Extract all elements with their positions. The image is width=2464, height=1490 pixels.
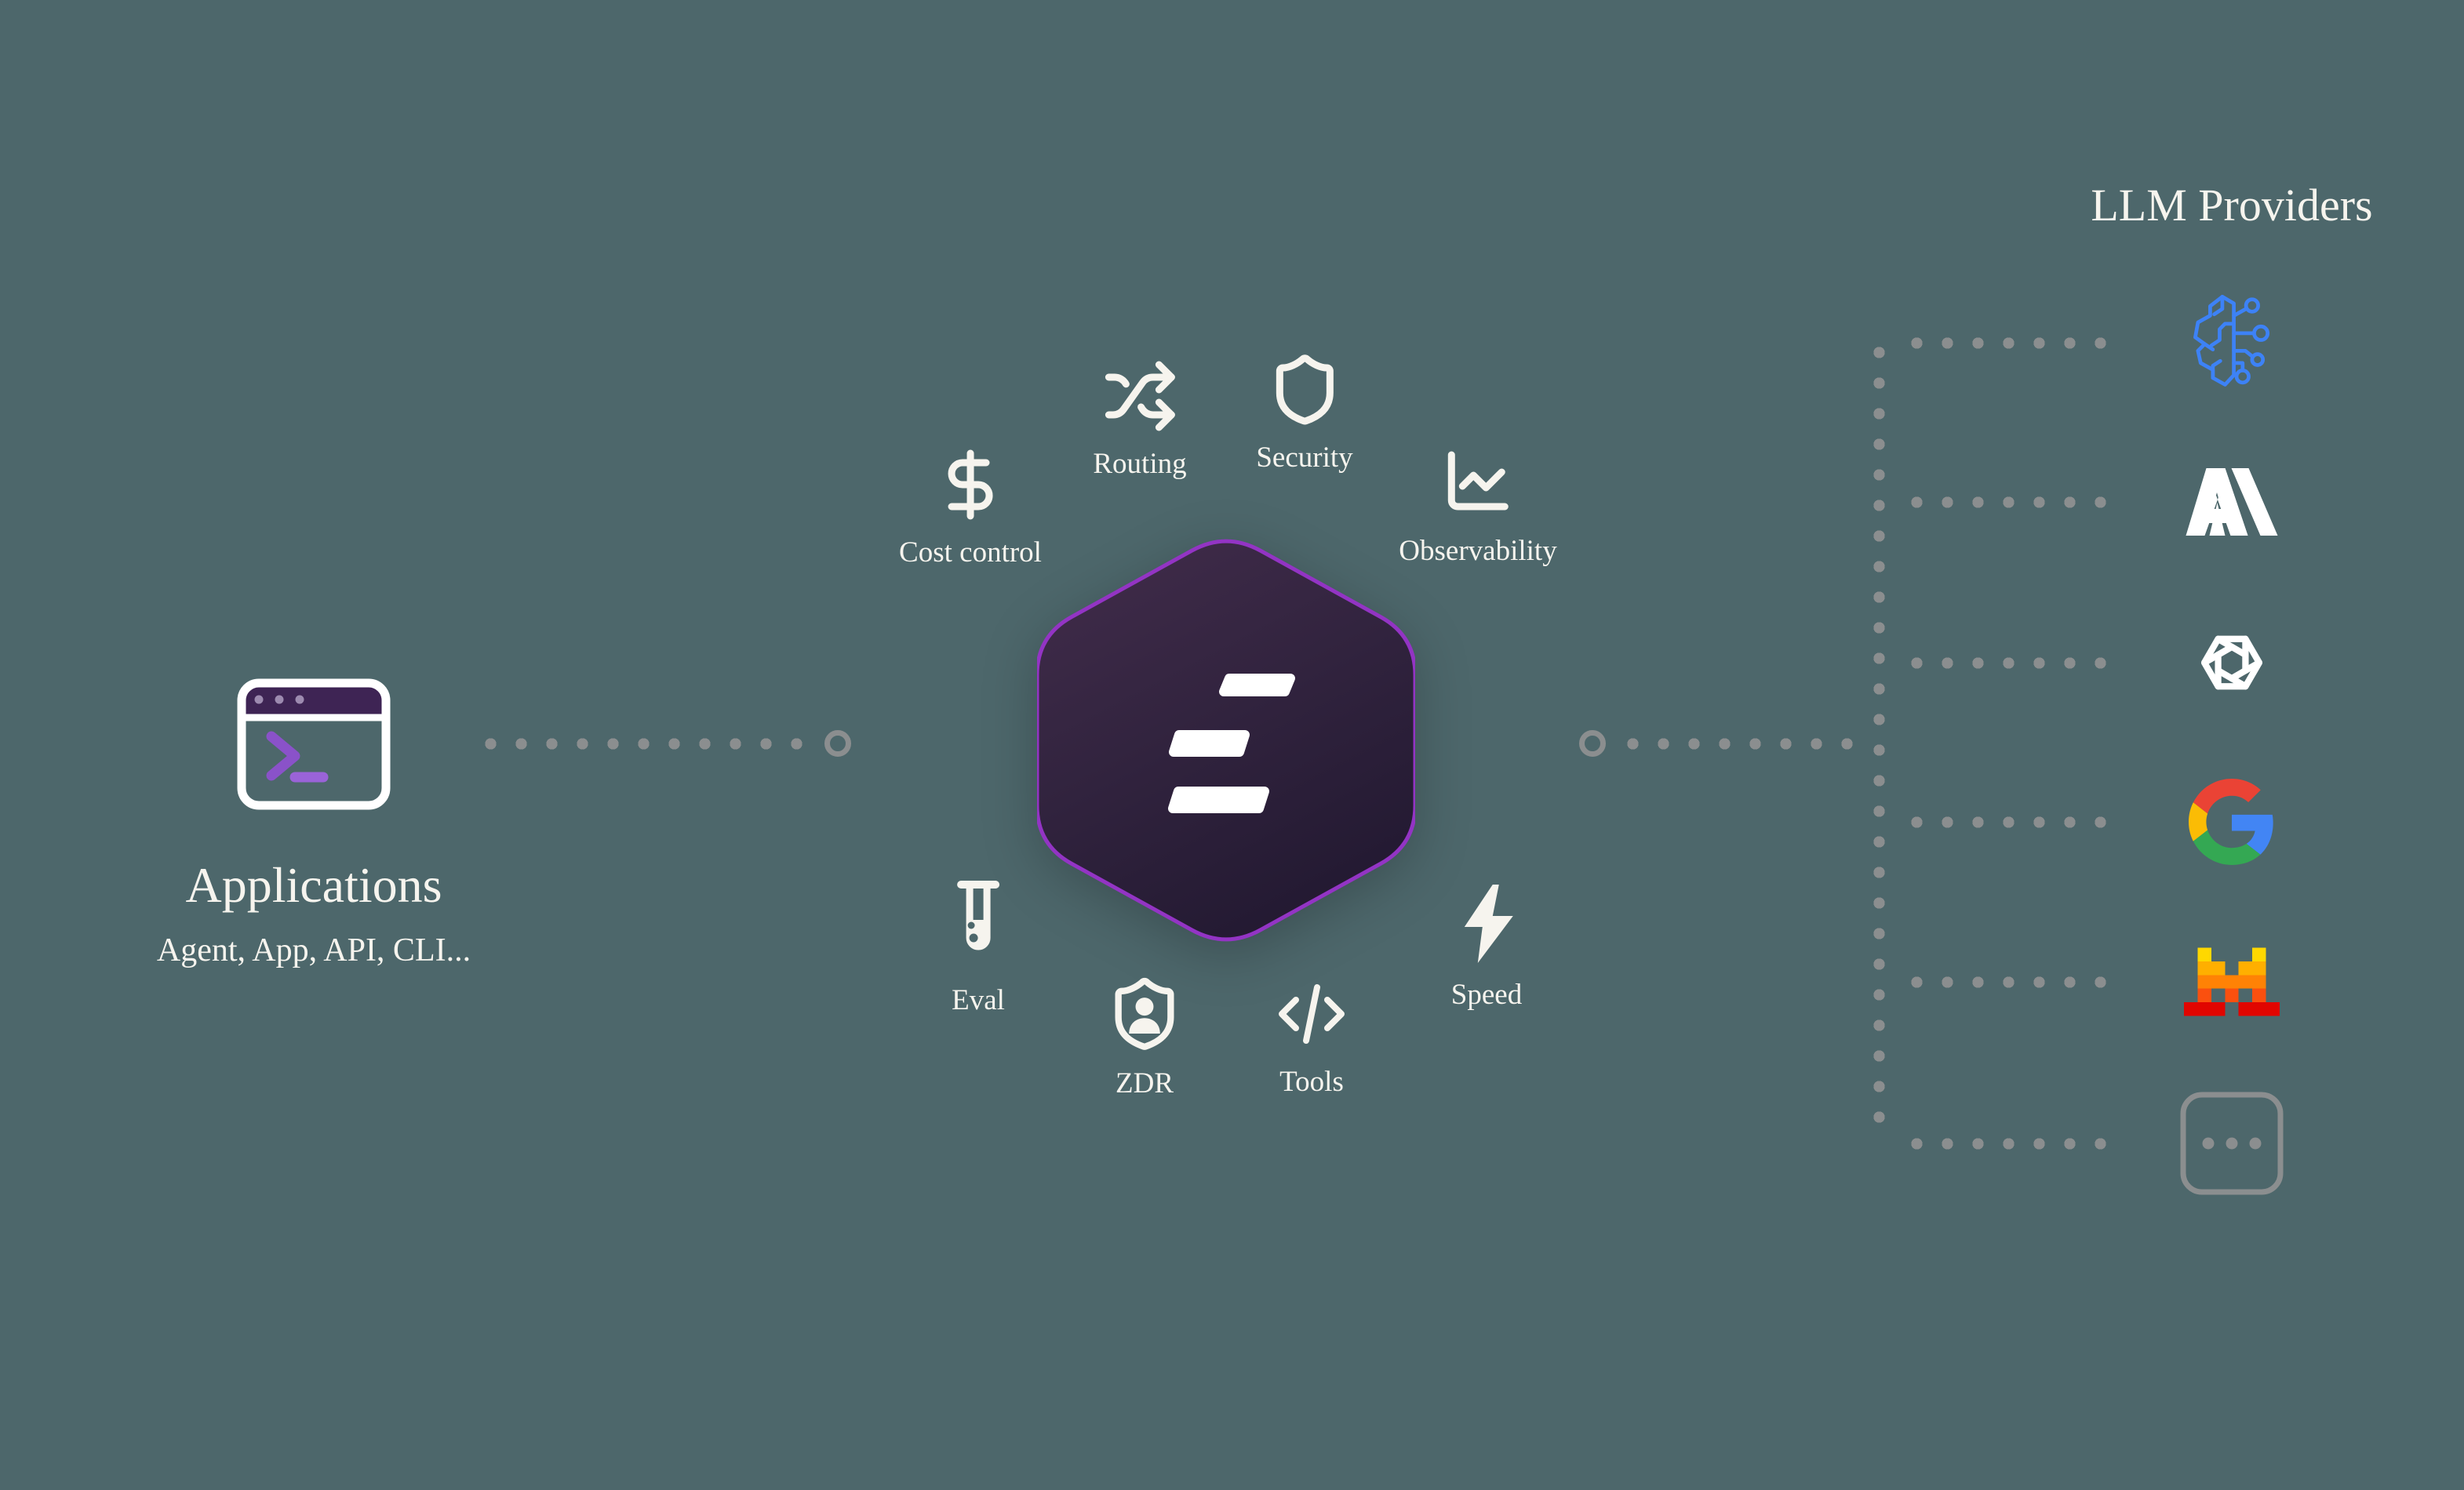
ellipsis-box-icon <box>2180 1092 2284 1195</box>
provider-row <box>2178 289 2286 397</box>
provider-row <box>2189 779 2275 865</box>
connector-endpoint-ring-right <box>1579 730 1606 757</box>
connector-providers-trunk <box>1873 337 1885 1131</box>
feature-label: Observability <box>1399 535 1557 567</box>
connector-endpoint-ring-left <box>824 730 851 757</box>
applications-subtitle: Agent, App, API, CLI... <box>156 932 471 968</box>
providers-title: LLM Providers <box>2091 180 2373 231</box>
test-tube-icon <box>957 881 999 950</box>
feature-label: Cost control <box>899 536 1042 569</box>
shield-user-icon <box>1115 977 1174 1050</box>
feature-label: Tools <box>1279 1066 1344 1098</box>
connector-apps-to-gateway <box>475 738 819 750</box>
terminal-window-icon <box>237 678 391 810</box>
feature-label: ZDR <box>1116 1067 1174 1099</box>
shield-icon <box>1276 354 1334 425</box>
connector-branch-1 <box>1902 337 2110 349</box>
code-icon <box>1279 984 1345 1044</box>
connector-branch-5 <box>1902 976 2110 988</box>
google-icon <box>2189 779 2273 865</box>
provider-row <box>2184 947 2280 1016</box>
feature-eval: Eval <box>952 878 1005 1015</box>
chart-line-icon <box>1447 451 1509 511</box>
shuffle-icon <box>1105 361 1175 431</box>
feature-label: Speed <box>1450 979 1523 1011</box>
connector-branch-6 <box>1902 1138 2110 1150</box>
provider-row <box>2186 468 2278 536</box>
connector-branch-4 <box>1902 816 2110 828</box>
brain-circuit-icon <box>2193 294 2270 387</box>
hexagon-logo-bars <box>1168 674 1295 813</box>
provider-row <box>2178 1090 2285 1197</box>
feature-speed: Speed <box>1451 883 1522 1009</box>
hexagon-logo <box>1037 539 1415 942</box>
feature-label: Routing <box>1093 448 1187 480</box>
lightning-icon <box>1465 885 1513 963</box>
feature-observability: Observability <box>1399 445 1557 567</box>
dollar-sign-icon <box>948 449 993 520</box>
openai-icon <box>2200 635 2263 690</box>
feature-cost-control: Cost control <box>899 447 1042 567</box>
feature-zdr: ZDR <box>1105 975 1184 1098</box>
connector-gateway-to-providers <box>1618 738 1861 750</box>
feature-label: Eval <box>952 984 1005 1016</box>
mistral-icon <box>2184 947 2280 1016</box>
anthropic-icon <box>2186 468 2278 536</box>
feature-routing: Routing <box>1093 358 1187 480</box>
connector-branch-3 <box>1902 657 2110 669</box>
applications-title: Applications <box>185 857 442 913</box>
connector-branch-2 <box>1902 496 2110 508</box>
feature-label: Security <box>1256 442 1353 474</box>
feature-tools: Tools <box>1274 976 1349 1096</box>
feature-security: Security <box>1256 352 1353 474</box>
provider-row <box>2189 620 2275 706</box>
